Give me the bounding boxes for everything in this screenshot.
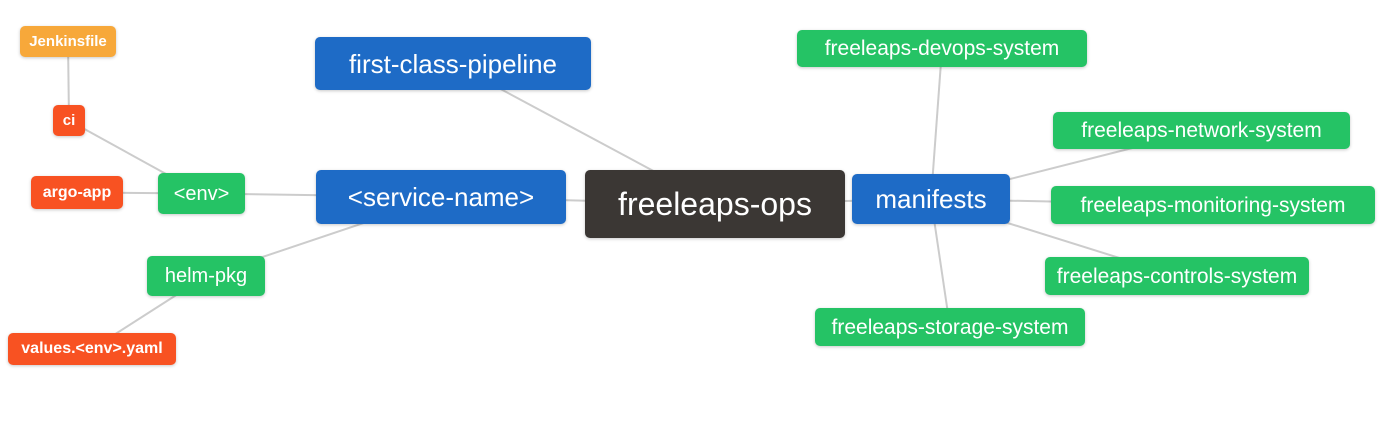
mindmap-node-argo-app[interactable]: argo-app: [31, 176, 123, 209]
mindmap-node-manifests[interactable]: manifests: [852, 174, 1010, 224]
mindmap-node-freeleaps-devops-system[interactable]: freeleaps-devops-system: [797, 30, 1087, 67]
mindmap-node-label: freeleaps-ops: [618, 186, 812, 222]
mindmap-node-label: argo-app: [42, 183, 112, 201]
mindmap-node-freeleaps-storage-system[interactable]: freeleaps-storage-system: [815, 308, 1085, 346]
mindmap-node-label: freeleaps-devops-system: [824, 37, 1060, 60]
mindmap-node-label: freeleaps-storage-system: [831, 315, 1069, 339]
mindmap-node-label: freeleaps-monitoring-system: [1080, 193, 1346, 217]
mindmap-node-label: freeleaps-network-system: [1081, 119, 1322, 142]
mindmap-node-label: <env>: [173, 182, 230, 205]
mindmap-node-service-name[interactable]: <service-name>: [316, 170, 566, 224]
mindmap-node-label: first-class-pipeline: [348, 48, 558, 79]
mindmap-node-freeleaps-network-system[interactable]: freeleaps-network-system: [1053, 112, 1350, 149]
mindmap-node-freeleaps-ops[interactable]: freeleaps-ops: [585, 170, 845, 238]
mindmap-node-ci[interactable]: ci: [53, 105, 85, 136]
mindmap-node-label: <service-name>: [347, 182, 535, 212]
mindmap-node-label: freeleaps-controls-system: [1056, 264, 1298, 288]
mindmap-node-label: ci: [62, 112, 76, 129]
mindmap-node-freeleaps-monitoring-system[interactable]: freeleaps-monitoring-system: [1051, 186, 1375, 224]
mindmap-node-label: manifests: [875, 184, 987, 214]
mindmap-node-env[interactable]: <env>: [158, 173, 245, 214]
mindmap-node-jenkinsfile[interactable]: Jenkinsfile: [20, 26, 116, 57]
mindmap-node-label: values.<env>.yaml: [21, 340, 163, 357]
mindmap-node-values-env-yaml[interactable]: values.<env>.yaml: [8, 333, 176, 365]
mindmap-node-first-class-pipeline[interactable]: first-class-pipeline: [315, 37, 591, 90]
edge-manifests-to-freeleaps-devops-system: [930, 48, 943, 200]
mindmap-node-helm-pkg[interactable]: helm-pkg: [147, 256, 265, 296]
mindmap-node-label: Jenkinsfile: [29, 33, 107, 50]
mindmap-node-label: helm-pkg: [164, 265, 248, 287]
mindmap-node-freeleaps-controls-system[interactable]: freeleaps-controls-system: [1045, 257, 1309, 295]
